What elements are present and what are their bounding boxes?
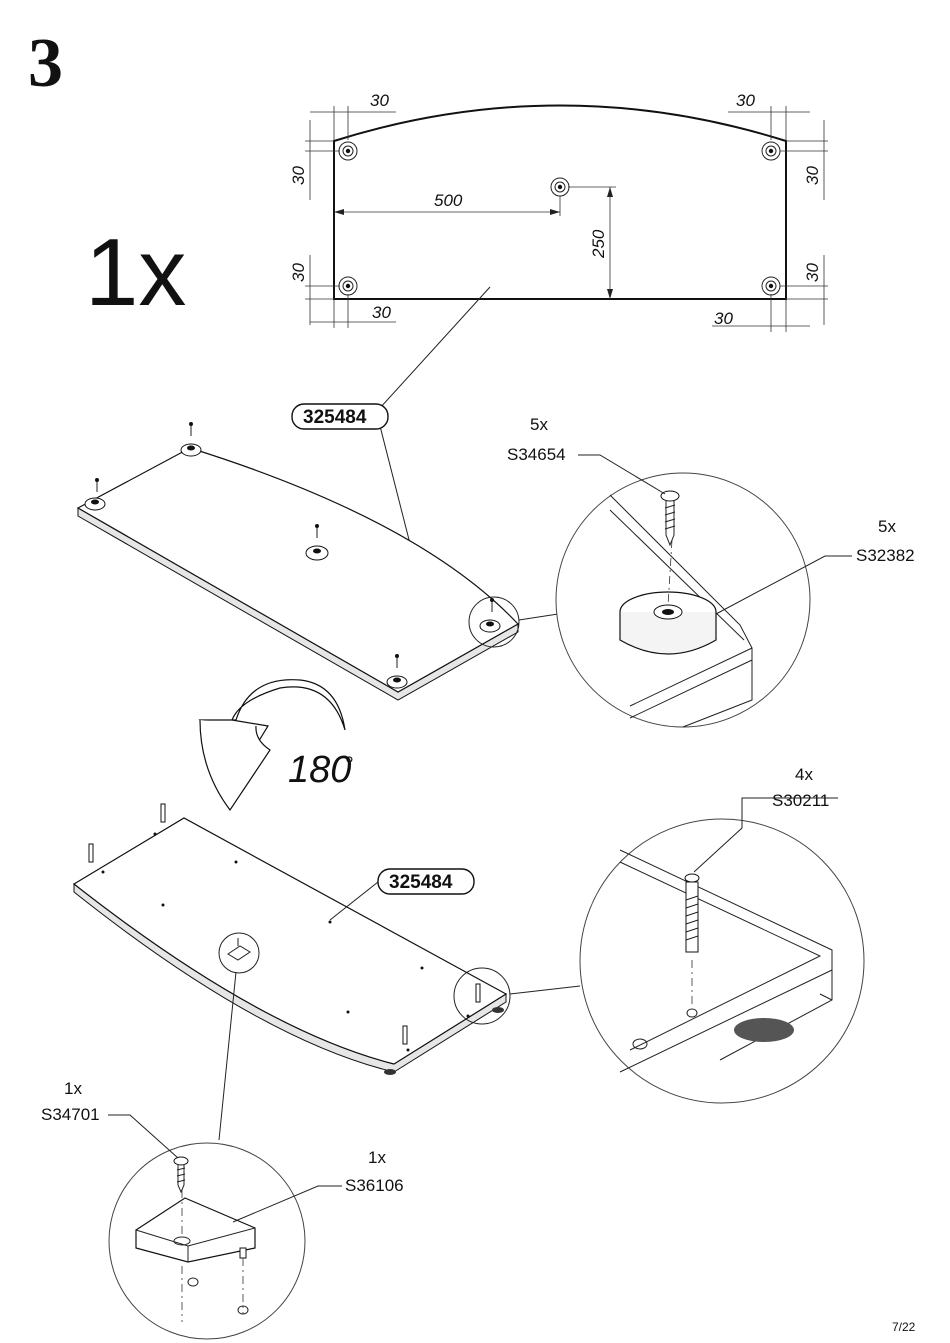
callout-foot-qty: 5x [878, 517, 896, 536]
dim-bottom-left: 30 [372, 303, 391, 322]
dowel-4 [402, 1025, 408, 1045]
dowel-1 [88, 843, 94, 863]
hole-top-right [761, 141, 781, 161]
rotation-unit: ° [345, 752, 354, 777]
dim-left-lower: 30 [289, 263, 308, 282]
dim-center-x: 500 [434, 191, 463, 210]
callout-dowel-qty: 4x [795, 765, 813, 784]
rotation-angle: 180 [288, 749, 351, 791]
callout-screw-top-qty: 5x [530, 415, 548, 434]
board-upper [76, 422, 559, 701]
callout-screw-top-code: S34654 [507, 445, 566, 464]
callout-foot-code: S32382 [856, 546, 915, 565]
rotation-arrow: 180 ° [198, 679, 354, 812]
foot-2 [180, 422, 202, 457]
bracket-small [218, 932, 260, 974]
foot-5 [386, 654, 408, 689]
dowel-3 [475, 983, 481, 1003]
part-label-top: 325484 [291, 403, 389, 430]
callout-screw-bottom-code: S34701 [41, 1105, 100, 1124]
dim-right-lower: 30 [803, 263, 822, 282]
hole-top-left [338, 141, 358, 161]
foot-4 [479, 598, 501, 633]
hole-bottom-left [338, 276, 358, 296]
dim-center-y: 250 [589, 229, 608, 259]
detail-bracket [108, 1142, 306, 1340]
detail-foot [555, 472, 811, 728]
dim-bottom-right: 30 [714, 309, 733, 328]
callout-bracket-qty: 1x [368, 1148, 386, 1167]
hole-center [550, 177, 570, 197]
dim-top-right: 30 [736, 91, 755, 110]
svg-text:325484: 325484 [303, 407, 367, 428]
part-label-lower: 325484 [329, 868, 475, 921]
panel-outline [333, 104, 787, 300]
foot-1 [84, 478, 106, 511]
dim-top-left: 30 [370, 91, 389, 110]
dim-right-upper: 30 [803, 166, 822, 185]
svg-text:325484: 325484 [389, 872, 453, 893]
dimension-drawing: 30 30 30 30 30 30 30 30 500 250 [289, 91, 828, 332]
dowel-2 [160, 803, 166, 823]
foot-3 [305, 524, 329, 561]
quantity-label: 1x [85, 219, 186, 326]
step-number: 3 [28, 25, 63, 102]
callout-screw-bottom-qty: 1x [64, 1079, 82, 1098]
page-number: 7/22 [892, 1320, 916, 1334]
hole-bottom-right [761, 276, 781, 296]
board-lower [72, 803, 581, 1141]
callout-dowel-code: S30211 [772, 791, 829, 810]
dim-left-upper: 30 [289, 166, 308, 185]
detail-dowel [579, 818, 865, 1104]
callout-bracket-code: S36106 [345, 1176, 404, 1195]
